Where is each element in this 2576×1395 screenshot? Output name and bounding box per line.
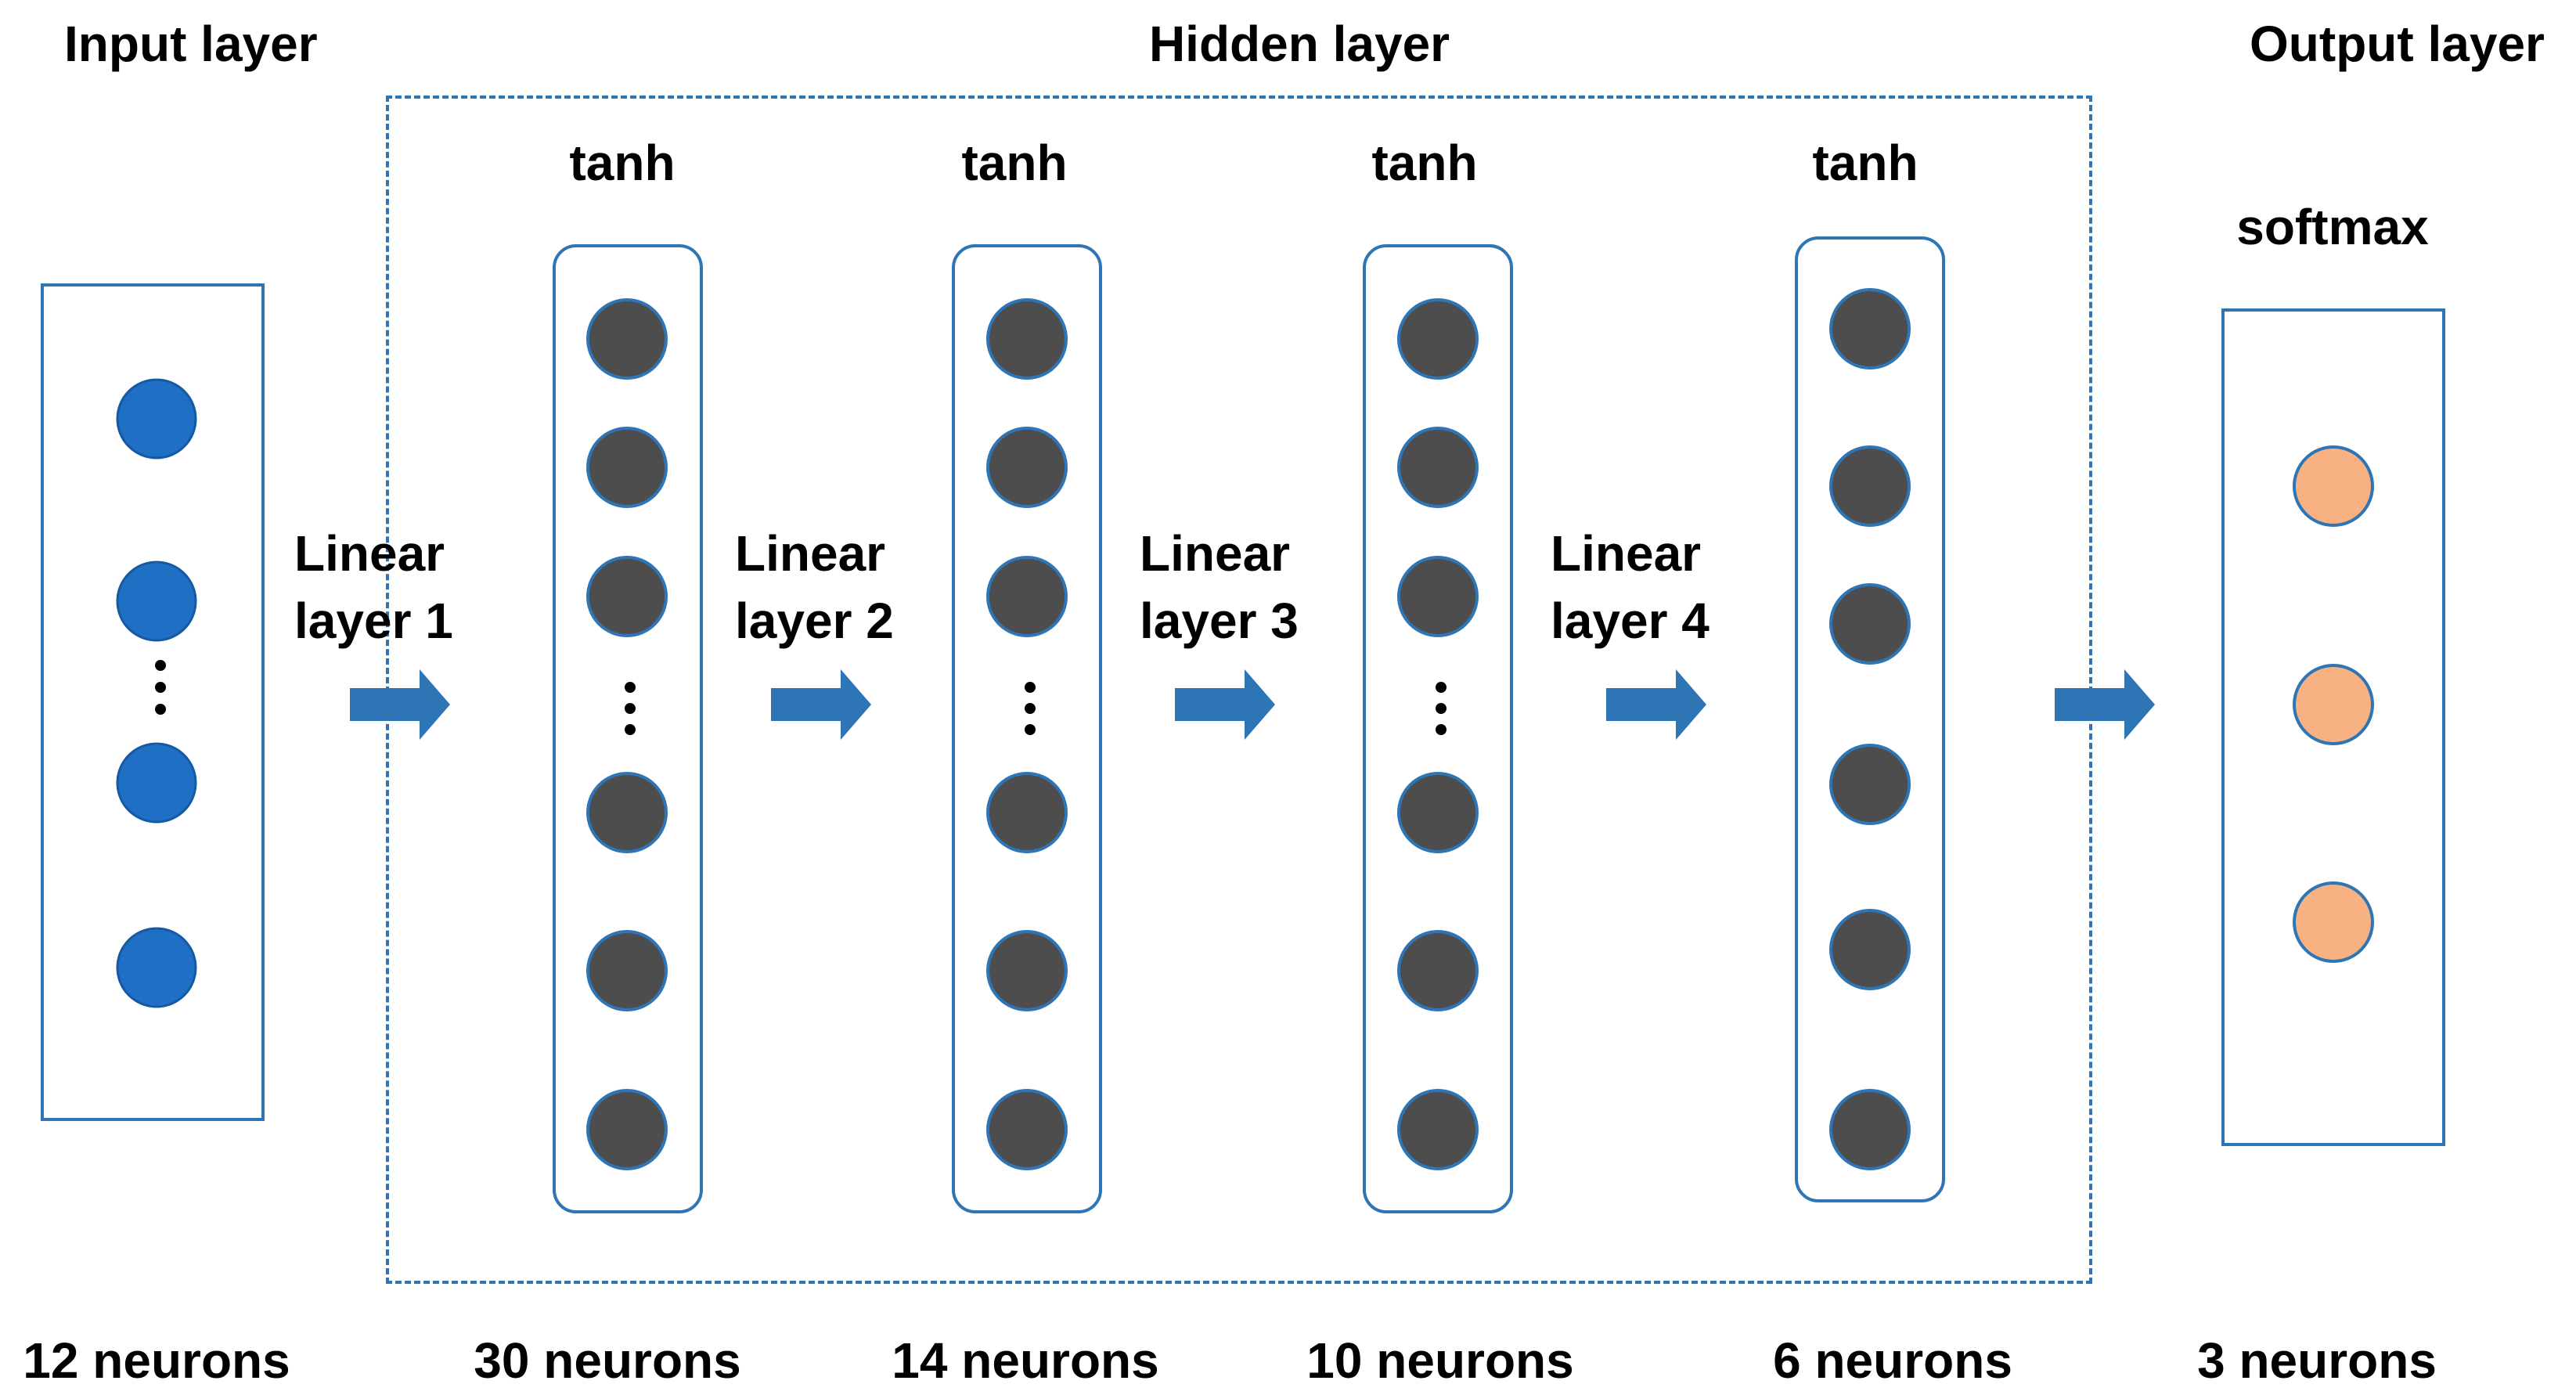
hidden-neuron	[986, 298, 1068, 380]
hidden-neuron	[1829, 1089, 1911, 1170]
hidden-neuron	[586, 427, 668, 508]
ellipsis-hidden-2	[1025, 682, 1036, 735]
linear-layer-1-line2: layer 1	[294, 593, 453, 649]
input-neuron	[116, 561, 197, 642]
linear-layer-4-label: Linear layer 4	[1551, 520, 1710, 654]
input-neuron	[116, 927, 197, 1008]
linear-layer-3-line2: layer 3	[1140, 593, 1299, 649]
neuron-count-hidden-4: 6 neurons	[1773, 1332, 2012, 1389]
hidden-layer-4-panel	[1795, 236, 1945, 1202]
hidden-neuron	[586, 1089, 668, 1170]
linear-layer-1-label: Linear layer 1	[294, 520, 453, 654]
hidden-neuron	[1829, 288, 1911, 369]
output-neuron	[2293, 445, 2374, 527]
hidden-neuron	[986, 556, 1068, 637]
hidden-neuron	[1397, 427, 1479, 508]
activation-label-hidden3: tanh	[1371, 135, 1478, 191]
ellipsis-hidden-1	[625, 682, 636, 735]
activation-label-hidden1: tanh	[569, 135, 676, 191]
hidden-neuron	[1829, 583, 1911, 665]
arrow-linear-4	[1606, 669, 1706, 740]
neuron-count-output: 3 neurons	[2197, 1332, 2437, 1389]
ellipsis-hidden-3	[1436, 682, 1447, 735]
activation-label-hidden2: tanh	[961, 135, 1068, 191]
activation-label-output: softmax	[2236, 199, 2429, 255]
output-layer-title: Output layer	[2250, 16, 2545, 72]
hidden-neuron	[986, 427, 1068, 508]
hidden-neuron	[986, 1089, 1068, 1170]
hidden-neuron	[1397, 772, 1479, 853]
ellipsis-input	[155, 660, 166, 715]
neuron-count-hidden-3: 10 neurons	[1306, 1332, 1574, 1389]
input-neuron	[116, 378, 197, 460]
activation-label-hidden4: tanh	[1812, 135, 1918, 191]
linear-layer-3-line1: Linear	[1140, 525, 1291, 582]
neuron-count-input: 12 neurons	[23, 1332, 290, 1389]
output-neuron	[2293, 664, 2374, 745]
neuron-count-hidden-2: 14 neurons	[892, 1332, 1159, 1389]
neuron-count-hidden-1: 30 neurons	[474, 1332, 741, 1389]
linear-layer-2-line2: layer 2	[735, 593, 894, 649]
hidden-neuron	[1829, 744, 1911, 825]
hidden-neuron	[986, 930, 1068, 1011]
hidden-neuron	[1829, 445, 1911, 527]
hidden-neuron	[1397, 930, 1479, 1011]
hidden-neuron	[586, 298, 668, 380]
hidden-neuron	[1829, 909, 1911, 990]
arrow-linear-2	[771, 669, 871, 740]
linear-layer-3-label: Linear layer 3	[1140, 520, 1299, 654]
linear-layer-2-line1: Linear	[735, 525, 886, 582]
linear-layer-2-label: Linear layer 2	[735, 520, 894, 654]
hidden-neuron	[586, 556, 668, 637]
hidden-neuron	[1397, 298, 1479, 380]
hidden-layer-title: Hidden layer	[1148, 16, 1450, 72]
hidden-neuron	[586, 772, 668, 853]
output-neuron	[2293, 881, 2374, 963]
input-neuron	[116, 742, 197, 824]
linear-layer-4-line1: Linear	[1551, 525, 1702, 582]
input-layer-title: Input layer	[64, 16, 318, 72]
arrow-output	[2055, 669, 2155, 740]
hidden-neuron	[986, 772, 1068, 853]
hidden-neuron	[1397, 1089, 1479, 1170]
arrow-linear-3	[1175, 669, 1275, 740]
linear-layer-1-line1: Linear	[294, 525, 445, 582]
hidden-neuron	[586, 930, 668, 1011]
hidden-neuron	[1397, 556, 1479, 637]
arrow-linear-1	[350, 669, 450, 740]
linear-layer-4-line2: layer 4	[1551, 593, 1710, 649]
